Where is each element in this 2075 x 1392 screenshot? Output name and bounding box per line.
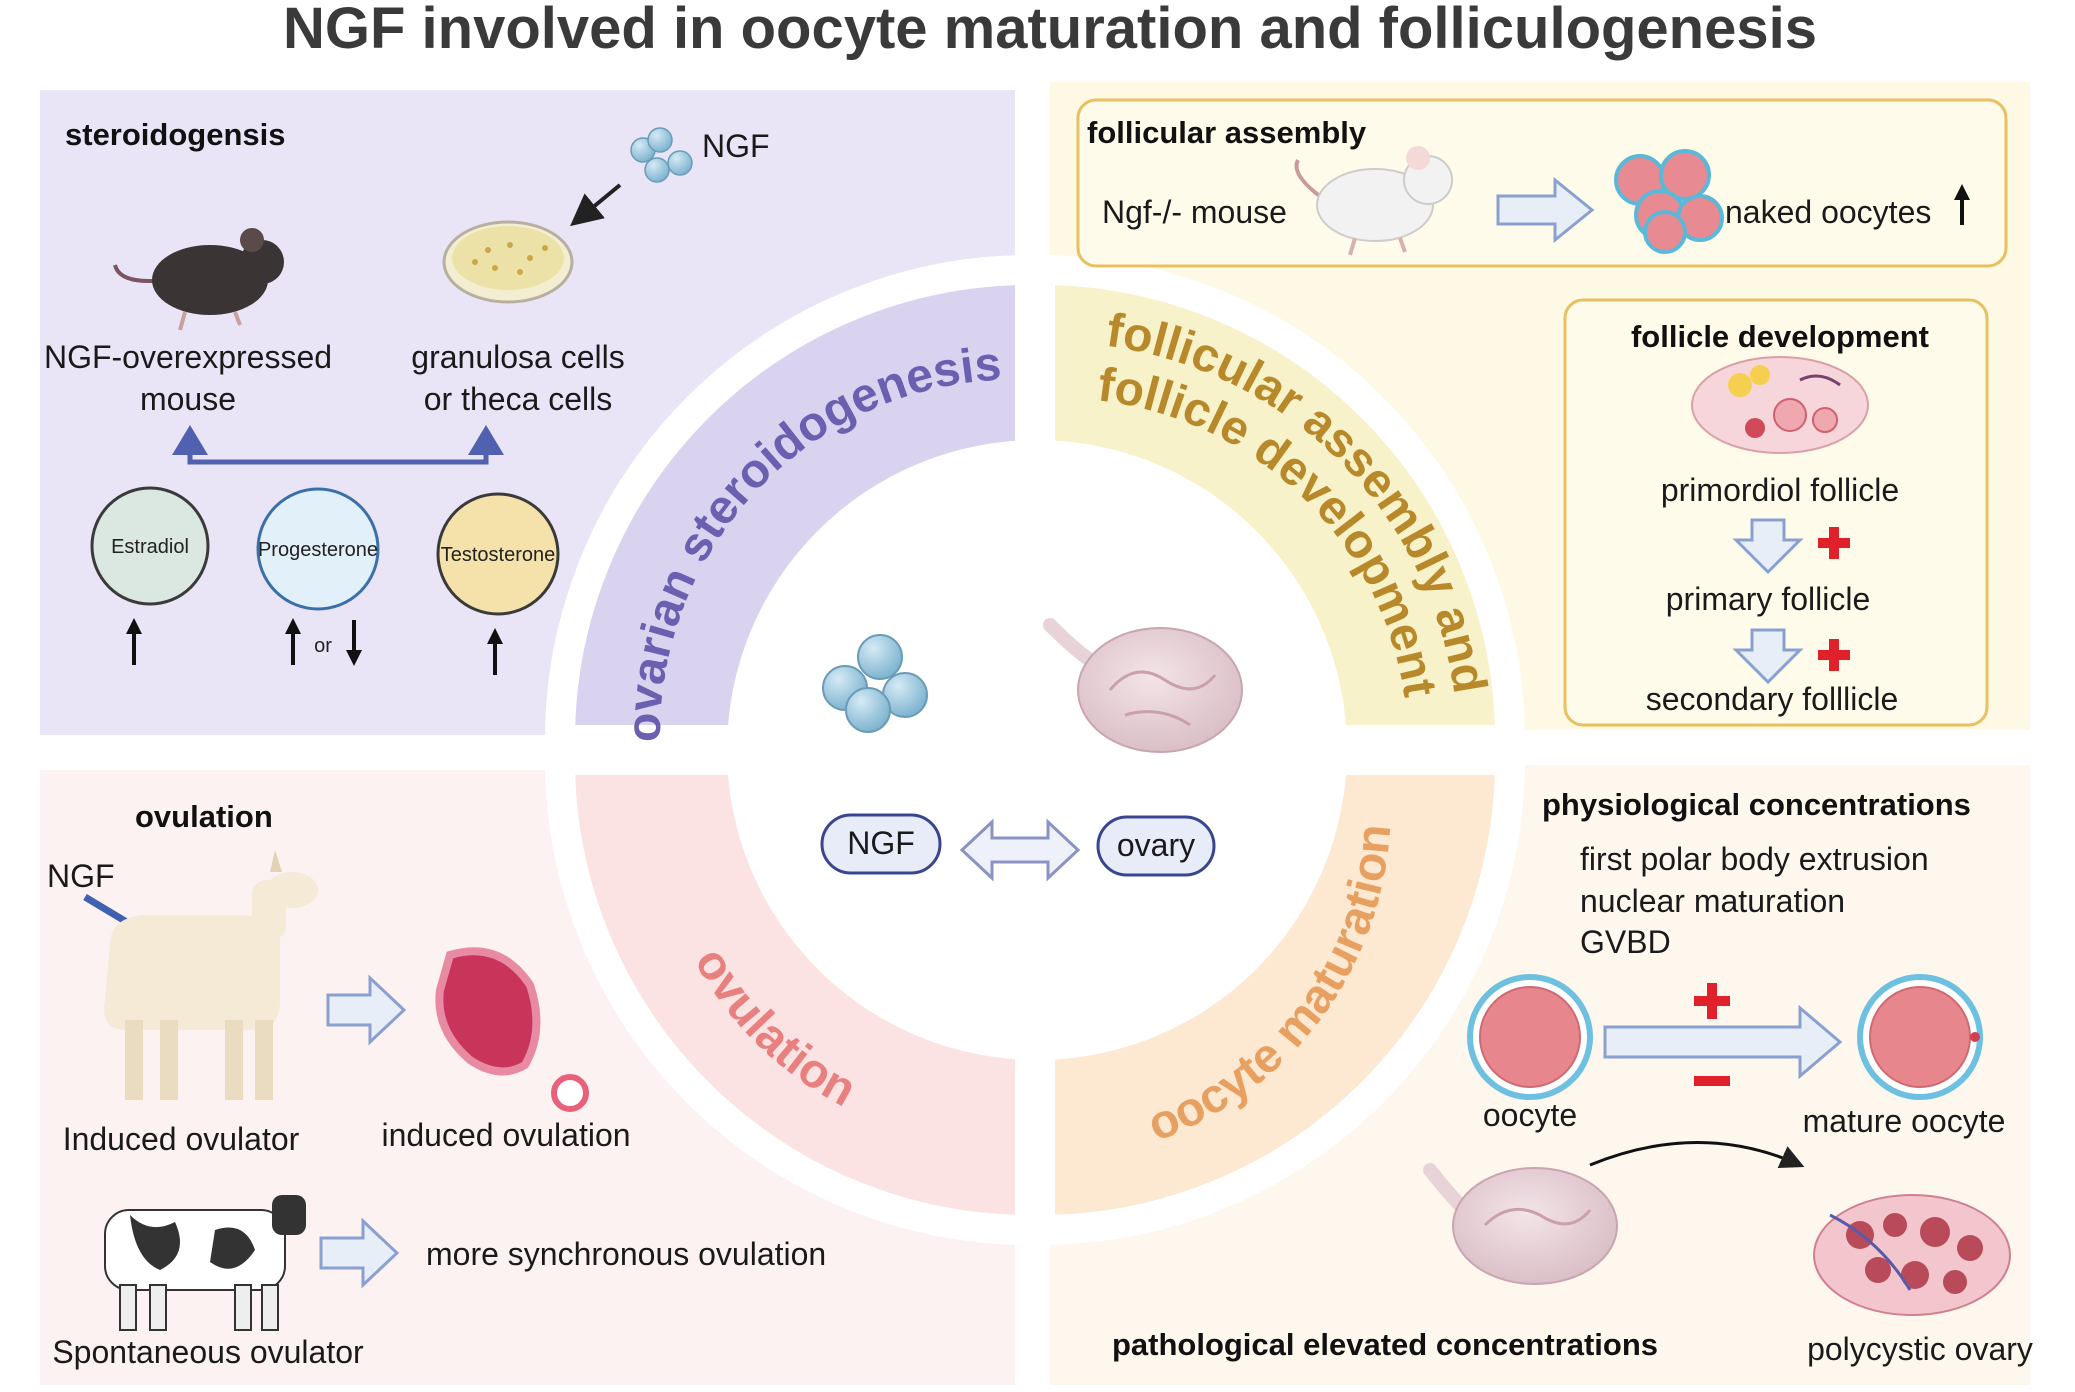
cells-label-line2: or theca cells [424,381,613,417]
cow-icon [104,1195,306,1331]
effect-nuclear-maturation: nuclear maturation [1580,883,1845,919]
svg-text:Progesterone: Progesterone [258,539,378,561]
or-label: or [314,635,332,657]
ovary-to-pcos-arrow [1589,1141,1805,1169]
up-arrow-icon [285,618,301,665]
right-arrow-icon [319,1217,400,1289]
right-arrow-icon [1603,1004,1843,1080]
oocyte-label: oocyte [1483,1097,1577,1133]
mouse-icon-black [113,228,284,331]
induced-ovulator-label: Induced ovulator [63,1121,300,1157]
follicle-development-box [1563,298,1989,727]
bidirectional-arrow-icon [959,818,1081,882]
stage-primary: primary follicle [1666,581,1870,617]
svg-text:Estradiol: Estradiol [111,536,189,558]
cells-label-line1: granulosa cells [411,339,624,375]
follicle-development-heading: follicle development [1631,319,1929,354]
plus-icon [1694,983,1730,1019]
polycystic-ovary-icon [1813,1194,2011,1316]
mouse-label-line1: NGF-overexpressed [44,339,332,375]
up-arrow-icon [487,628,503,675]
ngf-pill: NGF [820,813,942,875]
right-arrow-icon [326,974,407,1046]
effect-gvbd: GVBD [1580,924,1671,960]
down-arrow-icon [1732,628,1804,685]
mouse-icon-white [1294,146,1453,256]
naked-oocytes-label: naked oocytes [1725,194,1931,230]
ngf-molecule-icon [822,634,928,733]
figure-title: NGF involved in oocyte maturation and fo… [283,0,1817,61]
ovary-icon-pathological [1423,1163,1618,1285]
induced-ovulation-label: induced ovulation [381,1117,630,1153]
mature-oocyte-icon [1857,974,1983,1100]
testosterone-node: Testosterone [436,492,560,616]
up-arrow-icon [1954,184,1970,225]
stage-primordial: primordiol follicle [1661,472,1899,508]
down-arrow-icon [346,620,362,666]
svg-text:NGF: NGF [847,825,915,861]
stage-secondary: secondary folllicle [1646,681,1899,717]
minus-icon [1694,1076,1730,1086]
physiological-heading: physiological concentrations [1542,787,1971,822]
steroid-heading: steroidogensis [65,117,286,152]
polycystic-ovary-label: polycystic ovary [1807,1331,2033,1367]
ngf-to-cells-arrow [570,183,622,227]
plus-icon [1818,527,1850,559]
mature-oocyte-label: mature oocyte [1803,1103,2006,1139]
oocyte-icon [1467,974,1593,1100]
ovary-icon [1043,618,1243,753]
svg-text:Testosterone: Testosterone [441,544,556,566]
ngf-molecule-icon-steroid [630,127,693,183]
up-arrow-icon [126,618,142,665]
petri-dish-icon [442,220,574,304]
synchronous-ovulation-label: more synchronous ovulation [426,1236,826,1272]
spontaneous-ovulator-label: Spontaneous ovulator [52,1334,364,1370]
follicular-assembly-box [1076,98,2008,268]
right-arrow-icon [1496,176,1595,244]
progesterone-node: Progesterone [256,487,380,611]
ruptured-follicle-icon [435,947,589,1112]
effect-polar-body: first polar body extrusion [1580,841,1929,877]
svg-text:ovary: ovary [1117,827,1195,863]
ovary-section-icon [1691,356,1869,454]
mouse-label-line2: mouse [140,381,236,417]
steroid-ngf-label: NGF [702,128,770,164]
estradiol-node: Estradiol [90,486,210,606]
naked-oocytes-icon [1614,149,1724,254]
ovary-pill: ovary [1096,815,1216,877]
pathological-heading: pathological elevated concentrations [1112,1327,1658,1362]
llama-icon [104,850,318,1100]
down-arrow-icon [1732,518,1804,575]
ovulation-ngf-label: NGF [47,858,115,894]
steroid-connector [172,425,504,465]
central-ring [544,254,1526,1246]
plus-icon [1818,639,1850,671]
ngf-knockout-mouse-label: Ngf-/- mouse [1102,194,1287,230]
ovulation-heading: ovulation [135,799,273,834]
follicular-heading: follicular assembly [1087,115,1367,150]
